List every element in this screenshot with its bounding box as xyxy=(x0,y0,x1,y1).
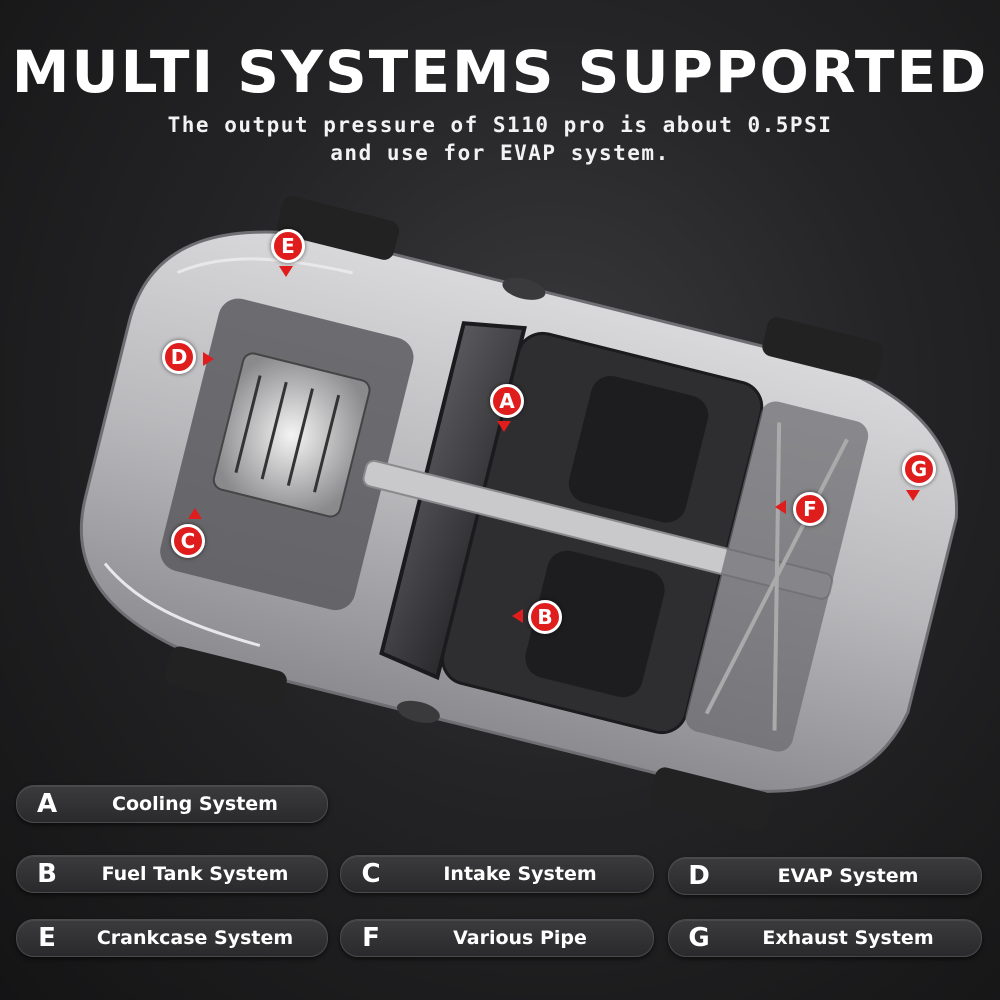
marker-a: A xyxy=(490,384,524,418)
marker-c-arrow xyxy=(188,508,202,519)
front-left-wheel xyxy=(277,196,400,260)
seat-left xyxy=(568,375,709,523)
subtitle-line-1: The output pressure of S110 pro is about… xyxy=(167,113,833,137)
legend-letter: F xyxy=(362,923,380,953)
marker-c: C xyxy=(171,524,205,558)
engine-block xyxy=(212,352,371,518)
subtitle-line-2: and use for EVAP system. xyxy=(330,141,670,165)
legend-item-crankcase: E Crankcase System xyxy=(16,919,328,957)
legend-item-intake: C Intake System xyxy=(340,855,654,893)
rear-left-wheel xyxy=(762,317,885,381)
marker-d: D xyxy=(162,340,196,374)
legend-label: EVAP System xyxy=(777,865,919,887)
marker-f: F xyxy=(793,492,827,526)
front-right-wheel xyxy=(164,646,287,711)
legend-label: Cooling System xyxy=(112,793,278,815)
marker-d-arrow xyxy=(203,352,214,366)
legend-letter: A xyxy=(36,789,58,819)
legend-label: Intake System xyxy=(443,863,597,885)
legend-item-evap: D EVAP System xyxy=(668,857,982,895)
marker-a-arrow xyxy=(497,421,511,432)
legend-item-exhaust: G Exhaust System xyxy=(668,919,982,957)
page-title: MULTI SYSTEMS SUPPORTED xyxy=(11,38,989,106)
marker-g: G xyxy=(902,452,936,486)
legend-letter: G xyxy=(688,923,710,953)
legend-letter: C xyxy=(361,859,381,889)
seat-right xyxy=(525,550,665,698)
marker-e: E xyxy=(271,229,305,263)
marker-g-arrow xyxy=(906,490,920,501)
legend-item-fuel-tank: B Fuel Tank System xyxy=(16,855,328,893)
legend-item-cooling: A Cooling System xyxy=(16,785,328,823)
rear-right-wheel xyxy=(650,767,772,832)
legend-letter: E xyxy=(38,923,56,953)
marker-b-arrow xyxy=(512,609,523,623)
marker-b: B xyxy=(528,600,562,634)
legend-label: Various Pipe xyxy=(453,927,587,949)
legend-label: Crankcase System xyxy=(96,927,294,949)
legend-item-various-pipe: F Various Pipe xyxy=(340,919,654,957)
legend-letter: B xyxy=(37,859,57,889)
legend-letter: D xyxy=(688,861,710,891)
marker-e-arrow xyxy=(279,266,293,277)
legend-label: Fuel Tank System xyxy=(101,863,289,885)
legend-label: Exhaust System xyxy=(762,927,934,949)
marker-f-arrow xyxy=(775,500,786,514)
